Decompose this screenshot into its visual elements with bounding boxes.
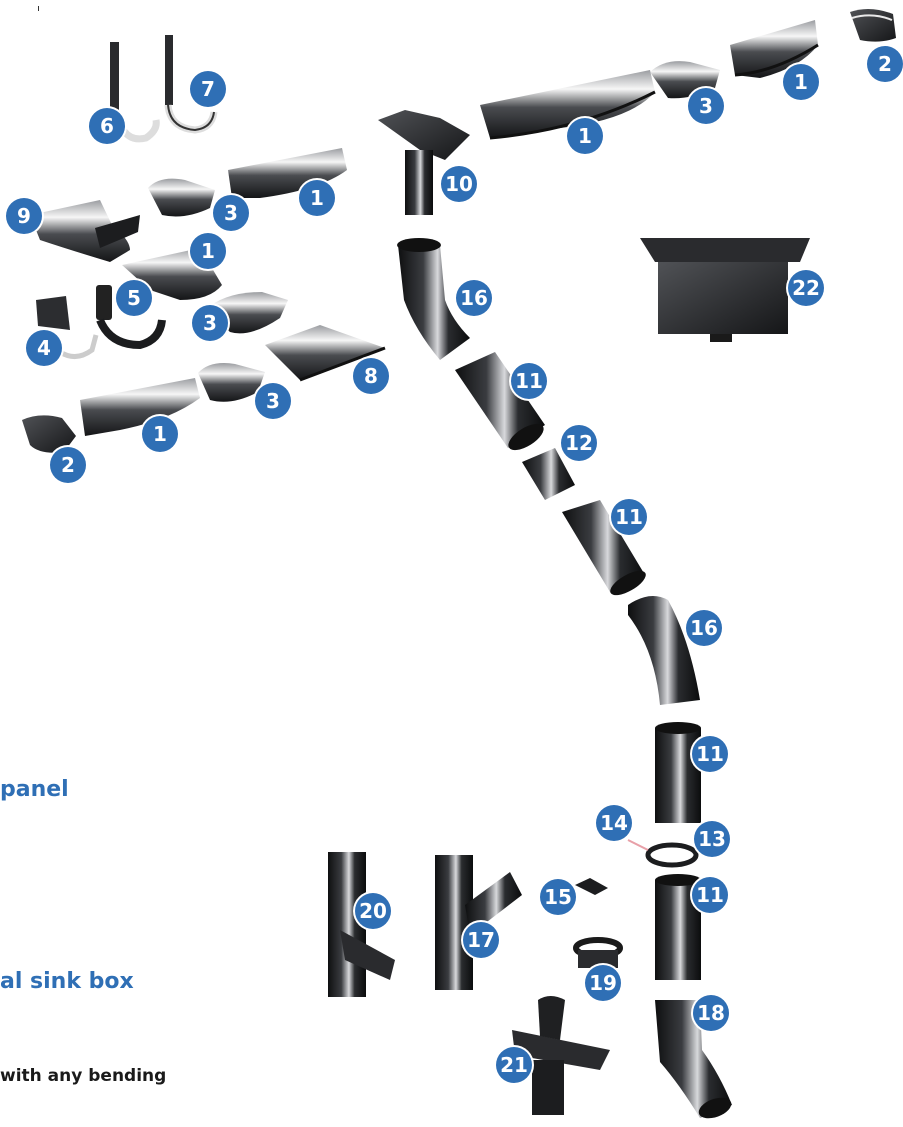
callout-badge: 1: [142, 416, 178, 452]
callout-badge: 14: [596, 805, 632, 841]
pipe-11c: [655, 722, 701, 823]
callout-badge: 8: [353, 358, 389, 394]
gutter-channel-1e: [80, 378, 200, 436]
callout-badge: 5: [116, 280, 152, 316]
callout-badge: 16: [686, 610, 722, 646]
clamp-13: [648, 845, 696, 865]
callout-badge: 1: [783, 64, 819, 100]
sink-box-22: [640, 238, 810, 342]
callout-badge: 3: [255, 383, 291, 419]
text-fragment-sink-box: al sink box: [0, 969, 134, 994]
callout-badge: 1: [190, 233, 226, 269]
callout-badge: 3: [688, 88, 724, 124]
callout-badge: 21: [496, 1047, 532, 1083]
callout-badge: 2: [50, 447, 86, 483]
callout-badge: 3: [192, 305, 228, 341]
callout-badge: 18: [693, 995, 729, 1031]
callout-badge: 11: [692, 736, 728, 772]
callout-badge: 1: [567, 118, 603, 154]
callout-badge: 12: [561, 425, 597, 461]
callout-badge: 16: [456, 280, 492, 316]
callout-badge: 22: [788, 270, 824, 306]
joint-connector-3b: [148, 179, 215, 217]
corner-9: [30, 200, 140, 262]
seal-19: [576, 940, 620, 968]
callout-badge: 9: [6, 198, 42, 234]
callout-badge: 4: [26, 330, 62, 366]
callout-badge: 20: [355, 893, 391, 929]
callout-badge: 3: [213, 195, 249, 231]
callout-badge: 19: [585, 965, 621, 1001]
callout-badge: 11: [511, 363, 547, 399]
text-fragment-bending: with any bending: [0, 1066, 166, 1086]
callout-badge: 1: [299, 180, 335, 216]
corner-mark: [38, 6, 39, 11]
callout-badge: 13: [694, 821, 730, 857]
callout-badge: 7: [190, 71, 226, 107]
callout-badge: 2: [867, 46, 903, 82]
bend-16b: [628, 596, 700, 705]
clip-15: [575, 878, 608, 895]
gutter-channel-1b: [480, 70, 655, 138]
callout-badge: 10: [441, 166, 477, 202]
screw-14: [628, 840, 648, 850]
callout-badge: 11: [611, 499, 647, 535]
callout-badge: 15: [540, 879, 576, 915]
text-fragment-panel: panel: [0, 777, 69, 802]
end-cap-2a: [850, 9, 896, 42]
callout-badge: 11: [692, 877, 728, 913]
callout-badge: 17: [463, 922, 499, 958]
callout-badge: 6: [89, 108, 125, 144]
